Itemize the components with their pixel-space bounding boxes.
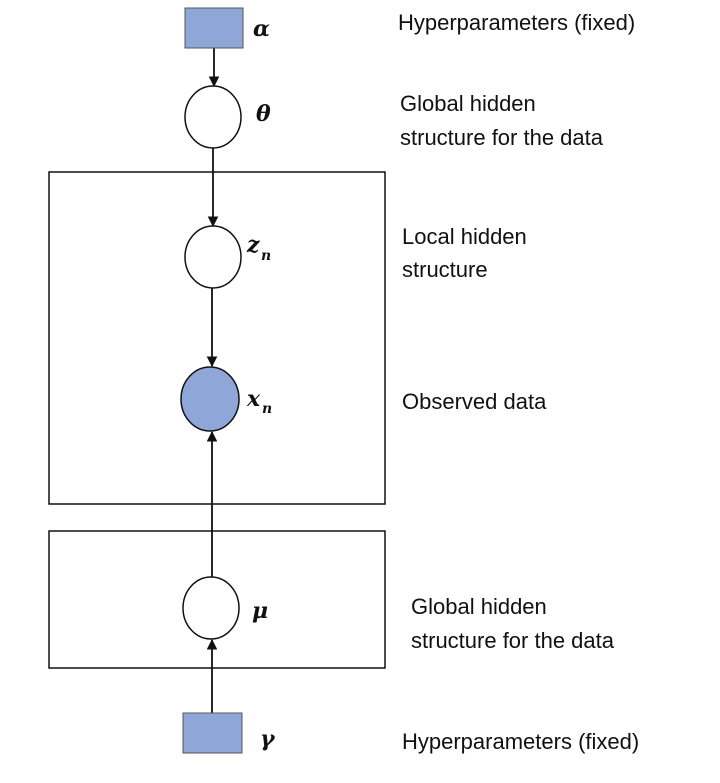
z-symbol: z	[246, 232, 260, 258]
theta-description-line2: structure for the data	[400, 125, 604, 150]
z-description-line2: structure	[402, 257, 488, 282]
alpha-description: Hyperparameters (fixed)	[398, 10, 635, 35]
alpha-node	[184, 7, 244, 49]
alpha-symbol: α	[253, 16, 270, 42]
mu-description-line1: Global hidden	[411, 594, 547, 619]
theta-description-line1: Global hidden	[400, 91, 536, 116]
mu-node	[182, 576, 240, 640]
mu-description-line2: structure for the data	[411, 628, 615, 653]
x-subscript: n	[262, 401, 272, 417]
x-description: Observed data	[402, 389, 547, 414]
theta-node	[184, 85, 242, 149]
x-symbol: x	[246, 386, 261, 412]
gamma-description: Hyperparameters (fixed)	[402, 729, 639, 754]
gamma-symbol: γ	[260, 726, 276, 752]
z-description-line1: Local hidden	[402, 224, 527, 249]
z-subscript: n	[261, 248, 271, 264]
plate-mu	[48, 530, 386, 669]
z-node	[184, 225, 242, 289]
gamma-node	[182, 712, 243, 754]
plate-n	[48, 171, 386, 505]
mu-symbol: μ	[252, 598, 268, 624]
theta-symbol: θ	[256, 101, 271, 127]
x-node	[180, 366, 240, 432]
